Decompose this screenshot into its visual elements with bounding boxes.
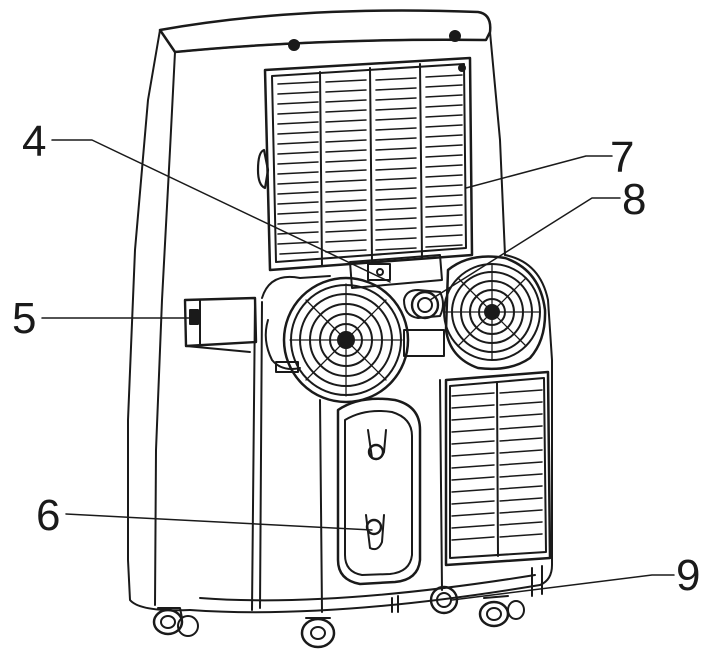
leader-line-7 <box>465 155 613 189</box>
leader-line-9 <box>451 574 675 601</box>
exhaust-fan-left <box>261 275 410 404</box>
leader-line-6 <box>65 513 373 531</box>
leader-lines <box>41 139 675 601</box>
callout-number-6: 6 <box>36 491 60 540</box>
casters <box>152 595 525 649</box>
caster-rear-left <box>152 607 199 637</box>
callout-number-7: 7 <box>610 133 634 182</box>
caster-front-right <box>478 595 525 628</box>
callout-number-9: 9 <box>676 551 700 600</box>
callout-labels: 4 5 6 7 8 9 <box>12 117 700 600</box>
caster-front-left <box>300 617 336 649</box>
upper-air-filter-grille <box>263 56 474 272</box>
leader-line-8 <box>429 197 621 301</box>
center-drain-cap <box>403 289 445 357</box>
air-inlet-fan-right <box>443 255 547 371</box>
callout-number-5: 5 <box>12 294 36 343</box>
side-power-cord-holder <box>183 296 258 353</box>
unit-body <box>127 9 553 614</box>
callout-number-4: 4 <box>22 117 46 166</box>
callout-number-8: 8 <box>622 175 646 224</box>
leader-line-4 <box>51 139 391 283</box>
lower-filter-with-drain-hooks <box>336 397 422 586</box>
lower-right-grille <box>444 370 552 597</box>
